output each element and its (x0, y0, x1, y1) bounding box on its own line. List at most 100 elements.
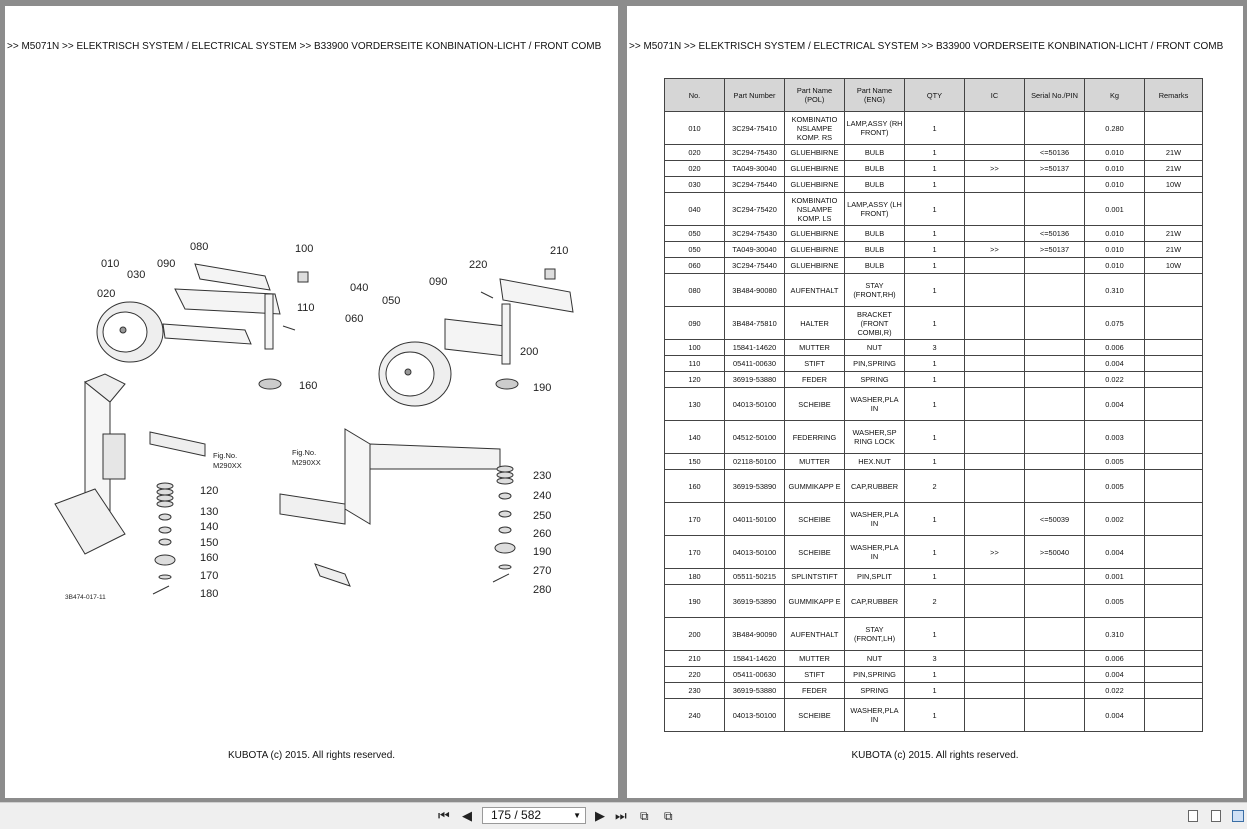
part-number-cell: 04013-50100 (724, 387, 785, 421)
callout-220: 220 (469, 259, 487, 271)
part-name-pol-cell: STIFT (784, 666, 845, 683)
ic-cell (964, 387, 1025, 421)
first-page-icon[interactable]: ⏮ (438, 808, 450, 823)
ic-cell (964, 225, 1025, 242)
part-name-pol-cell: AUFENTHALT (784, 617, 845, 651)
item-number-cell: 020 (664, 160, 725, 177)
ic-cell (964, 682, 1025, 699)
weight-cell: 0.004 (1084, 698, 1145, 732)
item-number-cell: 020 (664, 144, 725, 161)
column-header: Part Number (724, 78, 785, 112)
column-header: Serial No./PIN (1024, 78, 1085, 112)
quantity-cell: 1 (904, 176, 965, 193)
serial-pin-cell (1024, 568, 1085, 585)
callout-030: 030 (127, 269, 145, 281)
item-number-cell: 160 (664, 469, 725, 503)
part-name-eng-cell: SPRING (844, 682, 905, 699)
part-name-eng-cell: CAP,RUBBER (844, 584, 905, 618)
page-number-select[interactable]: 175 / 582 ▼ (482, 807, 586, 824)
item-number-cell: 190 (664, 584, 725, 618)
part-name-pol-cell: GLUEHBIRNE (784, 160, 845, 177)
fit-page-icon[interactable]: ⧉ (640, 809, 649, 823)
part-name-pol-cell: GLUEHBIRNE (784, 241, 845, 258)
part-number-cell: TA049-30040 (724, 160, 785, 177)
weight-cell: 0.022 (1084, 371, 1145, 388)
continuous-view-icon[interactable] (1211, 810, 1221, 822)
page-indicator: 175 / 582 (491, 808, 542, 822)
fig-ref-right-label: Fig.No. (292, 448, 316, 457)
part-number-cell: 3C294-75430 (724, 144, 785, 161)
part-name-eng-cell: BULB (844, 225, 905, 242)
serial-pin-cell (1024, 420, 1085, 454)
part-number-cell: 3B484-90080 (724, 273, 785, 307)
callout-090: 090 (157, 258, 175, 270)
weight-cell: 0.075 (1084, 306, 1145, 340)
remarks-cell (1144, 306, 1203, 340)
item-number-cell: 180 (664, 568, 725, 585)
ic-cell (964, 176, 1025, 193)
part-name-pol-cell: FEDER (784, 371, 845, 388)
callout-240: 240 (533, 490, 551, 502)
part-number-cell: 15841-14620 (724, 339, 785, 356)
weight-cell: 0.310 (1084, 273, 1145, 307)
quantity-cell: 1 (904, 225, 965, 242)
remarks-cell (1144, 387, 1203, 421)
ic-cell (964, 584, 1025, 618)
part-name-eng-cell: BULB (844, 241, 905, 258)
part-name-eng-cell: BULB (844, 160, 905, 177)
ic-cell: >> (964, 160, 1025, 177)
part-number-cell: 3C294-75430 (724, 225, 785, 242)
quantity-cell: 1 (904, 241, 965, 258)
part-name-eng-cell: SPRING (844, 371, 905, 388)
remarks-cell (1144, 698, 1203, 732)
serial-pin-cell: <=50136 (1024, 144, 1085, 161)
part-name-eng-cell: LAMP,ASSY (RH FRONT) (844, 111, 905, 145)
part-number-cell: 3C294-75440 (724, 257, 785, 274)
part-name-pol-cell: GLUEHBIRNE (784, 176, 845, 193)
next-page-icon[interactable]: ▶ (595, 808, 605, 823)
serial-pin-cell (1024, 273, 1085, 307)
callout-120: 120 (200, 485, 218, 497)
last-page-icon[interactable]: ⏭ (615, 808, 627, 823)
callout-110: 110 (297, 302, 315, 314)
serial-pin-cell (1024, 355, 1085, 372)
ic-cell (964, 355, 1025, 372)
part-name-pol-cell: SCHEIBE (784, 698, 845, 732)
remarks-cell (1144, 666, 1203, 683)
two-page-view-icon[interactable]: ⧉ (664, 809, 673, 823)
column-header: Remarks (1144, 78, 1203, 112)
part-number-cell: 36919-53880 (724, 371, 785, 388)
item-number-cell: 080 (664, 273, 725, 307)
ic-cell (964, 568, 1025, 585)
single-page-view-icon[interactable] (1188, 810, 1198, 822)
weight-cell: 0.010 (1084, 160, 1145, 177)
part-name-eng-cell: BULB (844, 176, 905, 193)
weight-cell: 0.010 (1084, 257, 1145, 274)
part-number-cell: 3B484-75810 (724, 306, 785, 340)
fig-ref-left-label: Fig.No. (213, 451, 237, 460)
facing-view-icon[interactable] (1232, 810, 1244, 822)
ic-cell (964, 420, 1025, 454)
weight-cell: 0.006 (1084, 650, 1145, 667)
remarks-cell (1144, 111, 1203, 145)
weight-cell: 0.004 (1084, 535, 1145, 569)
callout-100: 100 (295, 243, 313, 255)
item-number-cell: 090 (664, 306, 725, 340)
ic-cell (964, 192, 1025, 226)
previous-page-icon[interactable]: ◀ (462, 808, 472, 823)
callout-160: 160 (299, 380, 317, 392)
quantity-cell: 1 (904, 273, 965, 307)
quantity-cell: 1 (904, 387, 965, 421)
part-name-eng-cell: WASHER,PLA IN (844, 535, 905, 569)
remarks-cell: 21W (1144, 144, 1203, 161)
part-name-eng-cell: HEX.NUT (844, 453, 905, 470)
part-number-cell: 36919-53890 (724, 584, 785, 618)
